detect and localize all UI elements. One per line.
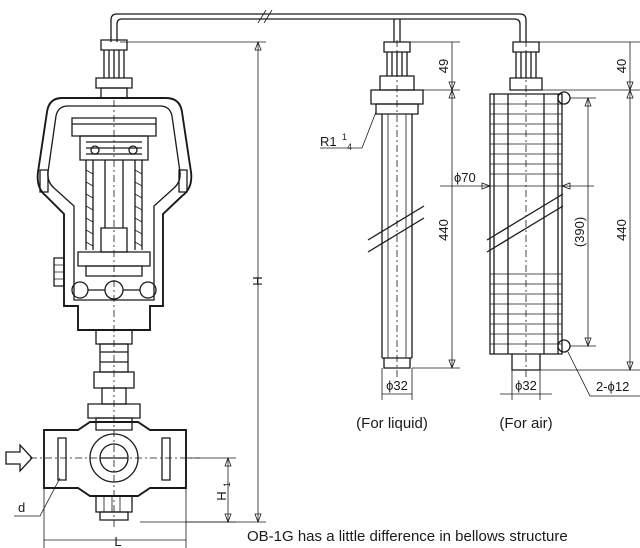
liquid-dimension-lines — [320, 41, 460, 400]
dim-d-label: d — [18, 500, 25, 515]
dim-h1-sub: 1 — [222, 482, 232, 487]
dim-h-label: H — [250, 276, 265, 285]
thread-main-label: R1 — [320, 134, 337, 149]
dim-h1-main: H — [214, 491, 229, 500]
dim-440-liquid-label: 440 — [436, 219, 451, 241]
dim-390-label: (390) — [572, 217, 587, 247]
valve-actuator-body — [36, 39, 193, 530]
caption-for-air: (For air) — [499, 415, 552, 432]
air-bulb-fins — [490, 103, 562, 345]
dim-phi32-air-label: ϕ32 — [515, 378, 537, 393]
dim-phi70-label: ϕ70 — [454, 170, 476, 185]
dim-phi32-liquid-label: ϕ32 — [386, 378, 408, 393]
dim-l-label: L — [114, 534, 121, 548]
main-dimension-lines — [14, 40, 266, 548]
thread-num-label: 1 — [342, 132, 347, 142]
caption-for-liquid: (For liquid) — [356, 415, 428, 432]
dim-h1-label: H 1 — [214, 482, 232, 501]
dim-holes-label: 2-ϕ12 — [596, 379, 629, 394]
dim-440-air-label: 440 — [614, 219, 629, 241]
dim-49-label: 49 — [436, 59, 451, 73]
capillary-tube — [110, 9, 527, 42]
valve-body — [30, 417, 200, 521]
thread-den-label: 4 — [347, 142, 352, 152]
flow-arrow-icon — [5, 443, 33, 473]
air-dimension-lines — [440, 41, 640, 400]
liquid-bulb — [367, 40, 425, 378]
note-text: OB-1G has a little difference in bellows… — [247, 528, 568, 545]
thread-label: R1 1 4 — [320, 132, 352, 152]
dim-40-label: 40 — [614, 59, 629, 73]
air-bulb — [486, 40, 571, 380]
